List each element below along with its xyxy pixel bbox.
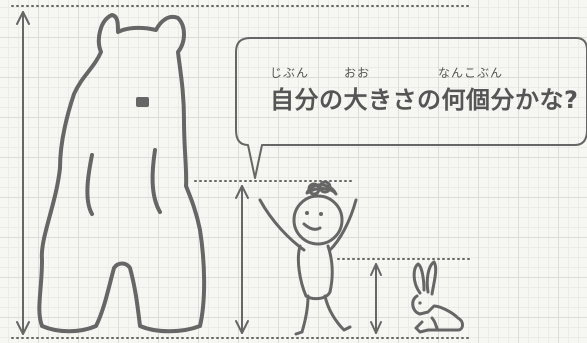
speech-bubble-icon (235, 37, 587, 179)
child-height-arrow (235, 185, 249, 334)
furigana-jibun: じぶん (270, 66, 310, 80)
rabbit-height-arrow (370, 263, 382, 334)
child-drawing-icon (258, 180, 358, 336)
height-guide-lines (11, 5, 471, 339)
child-eye-left-icon (305, 211, 309, 215)
furigana-oo: おお (344, 66, 371, 80)
bear-height-arrow (16, 11, 30, 335)
bear-drawing-icon (37, 13, 207, 334)
furigana-nankobun: なんこぶん (438, 66, 504, 80)
rabbit-drawing-icon (411, 260, 464, 334)
rabbit-eye-icon (418, 301, 422, 305)
question-text: 自分の大きさの何個分かな? (270, 86, 579, 114)
question-text-block: じぶん おお なんこぶん 自分の大きさの何個分かな? (268, 58, 587, 128)
child-eye-right-icon (319, 212, 323, 216)
bear-nose-icon (136, 97, 149, 107)
